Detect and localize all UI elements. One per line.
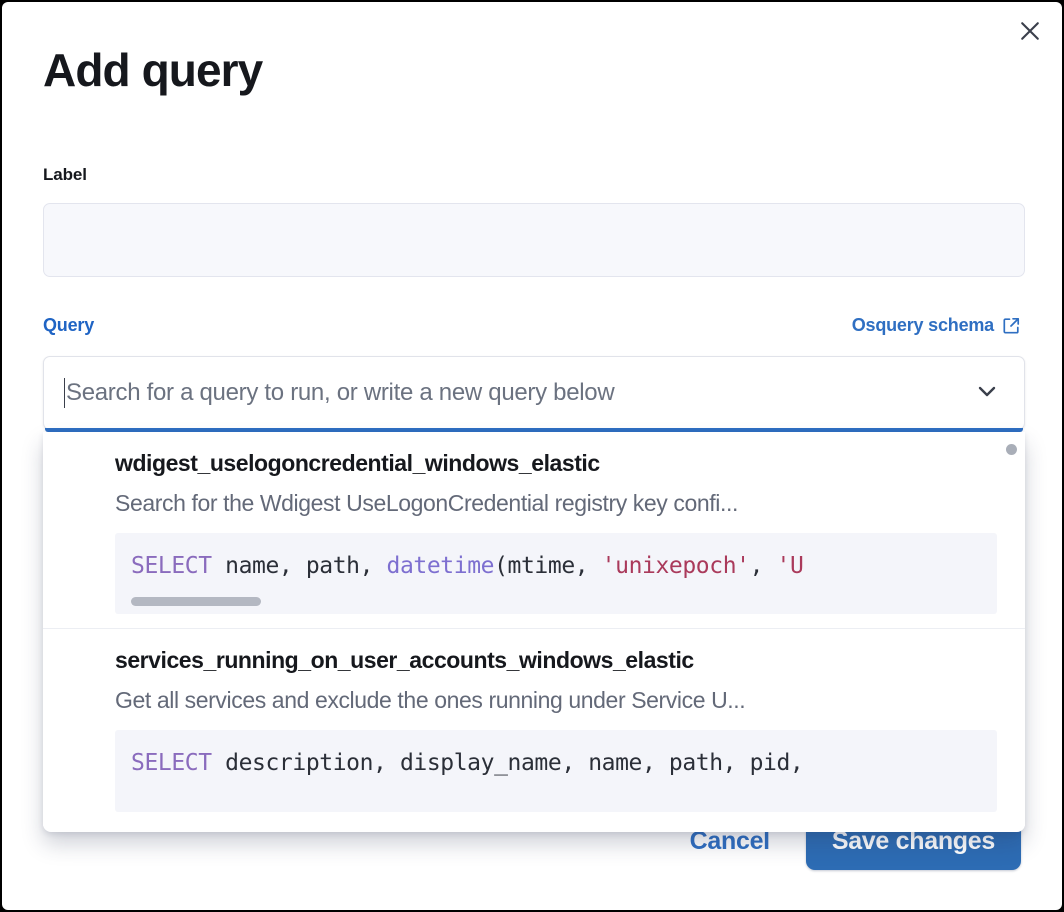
list-item[interactable]: wdigest_uselogoncredential_windows_elast… — [43, 432, 1025, 629]
query-combobox[interactable]: Search for a query to run, or write a ne… — [43, 356, 1025, 430]
query-field-caption: Query — [43, 315, 95, 335]
sql-snippet: SELECT name, path, datetime(mtime, 'unix… — [131, 553, 804, 579]
dropdown-scrollbar-thumb[interactable] — [1006, 444, 1017, 455]
sql-snippet: SELECT description, display_name, name, … — [131, 750, 804, 777]
query-combobox-placeholder: Search for a query to run, or write a ne… — [66, 379, 615, 406]
osquery-schema-link-label: Osquery schema — [851, 315, 994, 335]
list-item-code-block: SELECT description, display_name, name, … — [115, 730, 997, 812]
query-suggestions-list[interactable]: wdigest_uselogoncredential_windows_elast… — [43, 432, 1025, 832]
osquery-schema-link[interactable]: Osquery schema — [852, 315, 1021, 336]
page-title: Add query — [43, 44, 263, 96]
code-horizontal-scrollbar[interactable] — [131, 597, 261, 607]
list-item-description: Get all services and exclude the ones ru… — [115, 687, 746, 714]
list-item-title: wdigest_uselogoncredential_windows_elast… — [115, 450, 600, 476]
list-item-code-block: SELECT name, path, datetime(mtime, 'unix… — [115, 533, 997, 615]
query-suggestions-dropdown[interactable]: wdigest_uselogoncredential_windows_elast… — [43, 432, 1025, 832]
text-caret — [64, 378, 65, 408]
list-item-description: Search for the Wdigest UseLogonCredentia… — [115, 490, 738, 516]
list-item-title: services_running_on_user_accounts_window… — [115, 647, 694, 674]
combobox-focus-underline — [45, 428, 1023, 432]
close-icon — [1019, 20, 1041, 42]
label-input[interactable] — [43, 203, 1025, 277]
close-modal-button[interactable] — [1011, 12, 1049, 50]
label-field-caption: Label — [43, 165, 87, 184]
external-link-icon — [1002, 316, 1021, 335]
list-item[interactable]: services_running_on_user_accounts_window… — [43, 628, 1025, 826]
chevron-down-icon[interactable] — [972, 376, 1002, 411]
